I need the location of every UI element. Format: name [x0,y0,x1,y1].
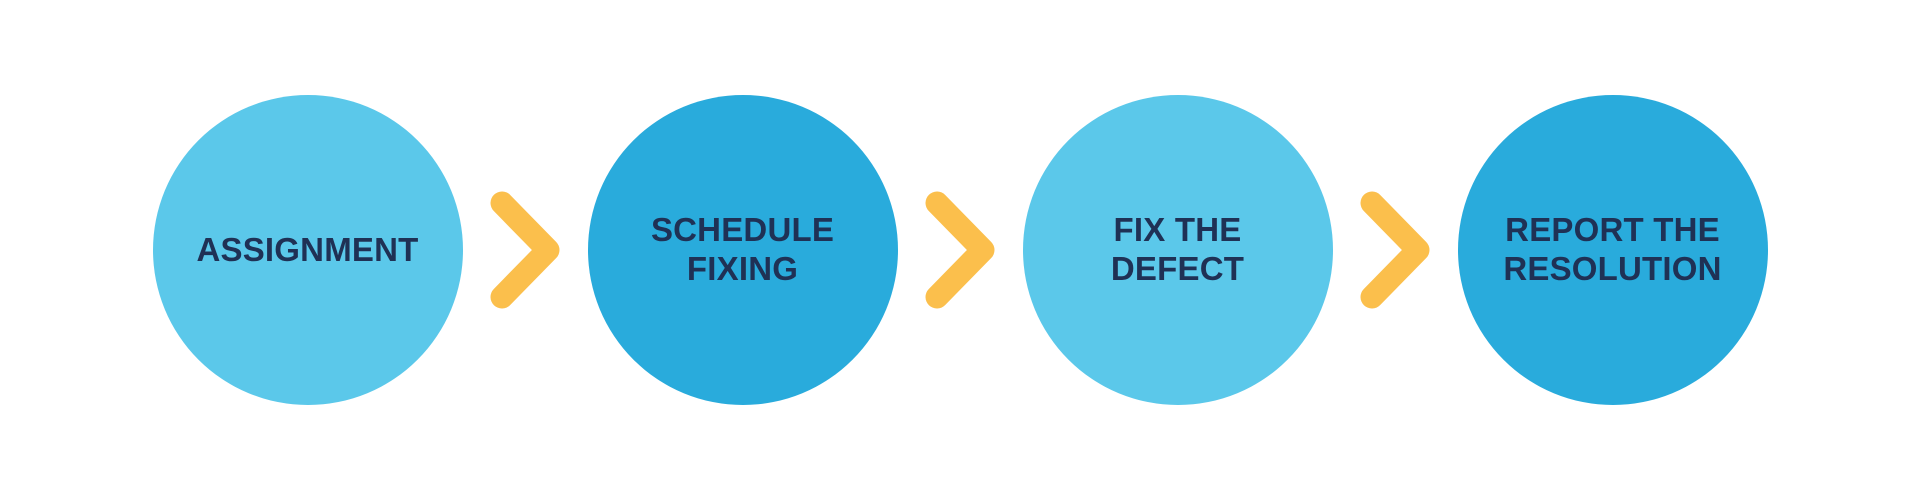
chevron-right-icon [921,191,999,309]
process-step-3-label: FIX THE DEFECT [1110,211,1245,287]
connector-3 [1333,95,1458,405]
process-step-1[interactable]: ASSIGNMENT [152,95,463,405]
chevron-right-icon [1356,191,1434,309]
process-step-4[interactable]: REPORT THE RESOLUTION [1457,95,1768,405]
process-step-3[interactable]: FIX THE DEFECT [1022,95,1333,405]
process-step-4-label: REPORT THE RESOLUTION [1503,211,1722,287]
connector-1 [463,95,588,405]
process-step-1-label: ASSIGNMENT [196,230,419,268]
chevron-right-icon [486,191,564,309]
process-step-2-label: SCHEDULE FIXING [650,211,835,287]
process-step-2[interactable]: SCHEDULE FIXING [587,95,898,405]
connector-2 [898,95,1023,405]
